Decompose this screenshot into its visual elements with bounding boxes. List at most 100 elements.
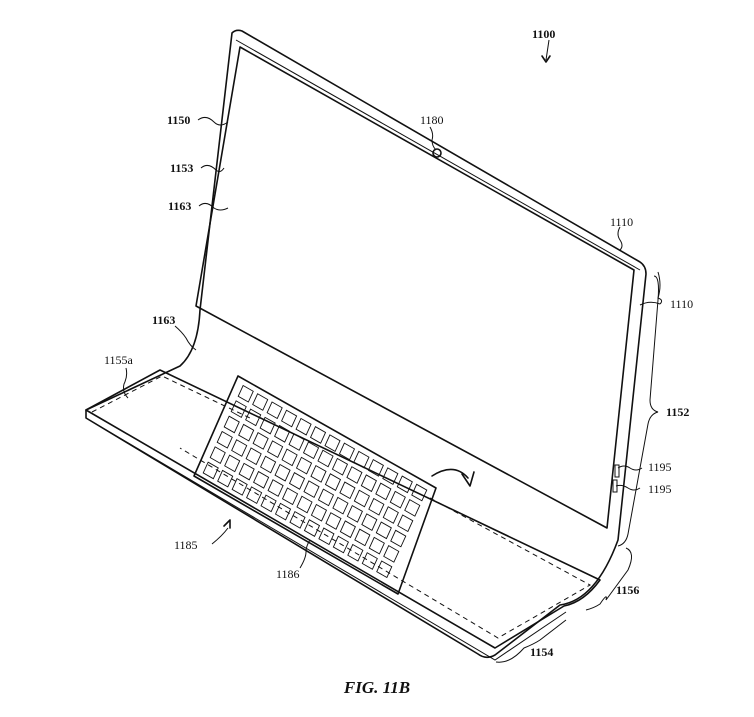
keyboard-key [266, 401, 283, 420]
keyboard-key [310, 464, 327, 483]
label-1152: 1152 [666, 405, 689, 419]
keyboard-key [246, 486, 263, 505]
label-1180: 1180 [420, 113, 444, 127]
rotation-arrow-icon [431, 468, 469, 479]
keyboard-key [238, 462, 255, 481]
keyboard-key [252, 393, 269, 411]
keyboard-key [375, 482, 392, 501]
keyboard-key [281, 448, 298, 467]
keyboard-key [237, 384, 254, 403]
label-1195-lower: 1195 [648, 482, 672, 496]
keyboard-key [389, 490, 406, 509]
keyboard-key [245, 408, 262, 427]
keyboard-key [231, 439, 248, 457]
label-1156: 1156 [616, 583, 639, 597]
label-1110-right: 1110 [670, 297, 693, 311]
bezel-inner-edge [235, 39, 641, 271]
keyboard-key [230, 400, 247, 418]
label-1154: 1154 [530, 645, 553, 659]
keyboard-key [382, 506, 399, 524]
label-1100: 1100 [532, 27, 555, 41]
keyboard-key [338, 442, 356, 461]
keyboard-key [411, 483, 428, 502]
label-1163-upper: 1163 [168, 199, 191, 213]
keyboard-key [376, 560, 393, 579]
keyboard-key [331, 457, 349, 476]
keyboard-key [339, 481, 356, 500]
label-1163-lower: 1163 [152, 313, 175, 327]
keyboard-key [267, 479, 284, 497]
arrow-1185-icon [223, 519, 231, 529]
keyboard-key [224, 454, 241, 473]
keyboard-key [310, 503, 328, 522]
label-1185: 1185 [174, 538, 198, 552]
keyboard-key [295, 417, 312, 436]
keyboard-key [295, 456, 313, 475]
keyboard-key [288, 472, 306, 490]
keyboard-key [288, 433, 305, 451]
keyboard-key [260, 494, 277, 513]
keyboard-key [324, 434, 341, 453]
keyboard-key [324, 473, 342, 491]
keyboard-key [260, 455, 277, 474]
keyboard-key [346, 504, 363, 523]
keyboard-key [367, 458, 384, 477]
keyboard-key [274, 424, 291, 443]
keyboard-key [302, 441, 320, 460]
keyboard-key [375, 521, 392, 540]
keyboard-key [209, 446, 226, 464]
arrow-1100-icon [541, 55, 551, 63]
base-plate [85, 369, 601, 649]
keyboard-key [397, 514, 414, 533]
keyboard-key [231, 478, 248, 496]
keyboard-key [259, 416, 276, 435]
keyboard-key [361, 552, 378, 570]
label-1155a: 1155a [104, 353, 134, 367]
keyboard-key [303, 480, 320, 499]
keyboard-key [216, 430, 233, 449]
keyboard-key [281, 487, 299, 506]
label-1153: 1153 [170, 161, 193, 175]
keyboard-key [253, 470, 270, 489]
keyboard-key [396, 475, 413, 494]
keyboard-key [347, 543, 364, 562]
keyboard-key [354, 528, 371, 547]
port-upper [614, 464, 620, 478]
keyboard-key [332, 496, 349, 515]
keyboard-key [245, 447, 262, 466]
keyboard-key [353, 450, 370, 469]
keyboard-key [217, 469, 234, 488]
keyboard-key [238, 423, 255, 442]
keyboard-key [252, 432, 269, 450]
leader-lines [123, 39, 661, 569]
keyboard-key [339, 520, 356, 539]
keyboard-key [274, 502, 292, 521]
keyboard-key [361, 513, 378, 531]
keyboard-key [404, 499, 421, 517]
brace-1154 [495, 619, 567, 663]
keyboard-key [353, 489, 370, 508]
brace-1152 [617, 275, 659, 547]
keyboard-key [318, 527, 335, 546]
keyboard-key [281, 409, 298, 428]
keyboard-key [368, 497, 385, 516]
display-housing [85, 29, 647, 659]
label-1186: 1186 [276, 567, 300, 581]
keyboard-key [303, 519, 321, 537]
keyboard-key [325, 512, 342, 530]
keyboard-key [390, 529, 407, 548]
keyboard-key [332, 535, 349, 554]
base-dashed-region-right [179, 447, 592, 639]
base-front-edge [85, 417, 567, 661]
keyboard-key [289, 510, 306, 529]
keyboard-key [382, 467, 399, 485]
keyboard-key [296, 495, 313, 514]
keyboard-key [360, 474, 377, 493]
keyboard-key [274, 463, 291, 482]
label-1150: 1150 [167, 113, 190, 127]
keyboard-key [368, 536, 385, 555]
keyboard-key [267, 440, 284, 459]
keyboard [193, 375, 437, 595]
keyboard-key [309, 426, 327, 444]
